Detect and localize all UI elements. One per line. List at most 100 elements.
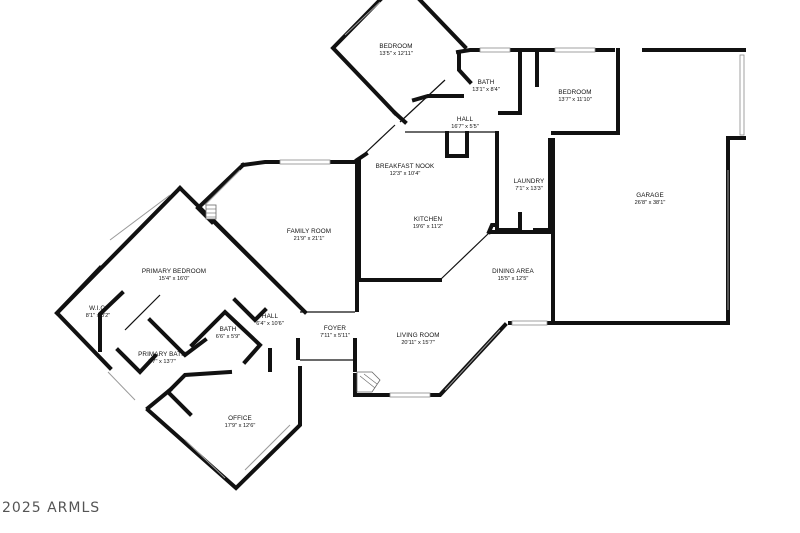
walls <box>54 0 746 491</box>
wall-pbath-inner <box>115 347 158 375</box>
window-pbath <box>107 371 136 401</box>
room-dims: 13'7" x 11'10" <box>558 97 591 103</box>
room-living-room: LIVING ROOM 20'11" x 15'7" <box>396 332 439 346</box>
window-primary <box>109 194 171 241</box>
room-bedroom-2: BEDROOM 13'5" x 12'11" <box>379 43 412 57</box>
room-name: PRIMARY BEDROOM <box>142 268 206 275</box>
room-dims: 9'7" x 13'7" <box>148 359 176 365</box>
window-living <box>389 392 431 398</box>
room-family-room: FAMILY ROOM 21'9" x 21'1" <box>287 228 331 242</box>
window-bedroom-3 <box>554 47 596 53</box>
room-garage: GARAGE 26'8" x 38'1" <box>635 192 666 206</box>
fireplaces <box>205 204 381 393</box>
room-dims: 6'6" x 5'9" <box>216 334 240 340</box>
wall-bedroom-upper <box>417 0 468 50</box>
room-hall-2: HALL 6'4" x 10'6" <box>256 313 284 327</box>
room-labels: BEDROOM 13'5" x 12'11" BATH 13'1" x 8'4"… <box>86 43 666 429</box>
room-name: BREAKFAST NOOK <box>376 163 435 170</box>
room-dims: 19'6" x 11'2" <box>413 224 443 230</box>
wall-primary-top <box>177 185 308 315</box>
room-dining-area: DINING AREA 15'5" x 12'5" <box>492 268 534 282</box>
window-office-left <box>184 439 226 479</box>
wall-wic-right <box>98 290 125 352</box>
wall-hall-2 <box>232 297 268 323</box>
partitions <box>124 79 497 361</box>
room-dims: 21'9" x 21'1" <box>294 236 325 242</box>
room-name: PRIMARY BATH <box>138 351 186 358</box>
window-family <box>279 159 331 165</box>
room-name: FOYER <box>324 325 347 332</box>
room-office: OFFICE 17'9" x 12'6" <box>225 415 256 429</box>
room-name: BATH <box>220 326 237 333</box>
partition-kitchen-dining <box>439 231 491 281</box>
room-name: BATH <box>478 79 495 86</box>
partition-primary-bath <box>124 294 161 331</box>
wall-garage-right <box>551 136 746 325</box>
wall-bath-lower <box>411 94 464 103</box>
partition-nook <box>359 124 396 159</box>
window-garage <box>739 54 745 136</box>
room-breakfast-nook: BREAKFAST NOOK 12'3" x 10'4" <box>376 163 435 177</box>
room-name: FAMILY ROOM <box>287 228 331 235</box>
room-laundry: LAUNDRY 7'1" x 13'3" <box>514 178 545 192</box>
room-dims: 7'1" x 13'3" <box>515 186 543 192</box>
room-dims: 26'8" x 38'1" <box>635 200 666 206</box>
room-dims: 7'11" x 5'11" <box>320 333 350 339</box>
room-name: W.I.C. <box>89 305 107 312</box>
wall-pbath-bottom <box>145 387 173 411</box>
room-dims: 13'1" x 8'4" <box>472 87 500 93</box>
wall-office-left <box>145 366 302 491</box>
window-office <box>244 424 291 471</box>
room-dims: 12'3" x 10'4" <box>390 171 421 177</box>
room-bedroom-3: BEDROOM 13'7" x 11'10" <box>558 89 591 103</box>
fireplace-living <box>356 371 381 393</box>
window-bedroom-2 <box>344 1 381 36</box>
wall-wic <box>54 265 103 316</box>
room-dims: 15'4" x 16'0" <box>159 276 190 282</box>
room-name: LIVING ROOM <box>396 332 439 339</box>
room-name: HALL <box>262 313 279 320</box>
room-dims: 16'7" x 5'5" <box>451 124 479 130</box>
window-family-left <box>204 169 241 206</box>
wall-pbath-top <box>147 317 208 358</box>
room-name: DINING AREA <box>492 268 534 275</box>
room-kitchen: KITCHEN 19'6" x 11'2" <box>413 216 443 230</box>
room-foyer: FOYER 7'11" x 5'11" <box>320 325 350 339</box>
room-name: KITCHEN <box>414 216 443 223</box>
room-name: BEDROOM <box>558 89 591 96</box>
window-dining <box>511 320 548 326</box>
room-dims: 17'9" x 12'6" <box>225 423 256 429</box>
wall-laundry-right <box>533 138 552 232</box>
room-wic: W.I.C. 8'1" x 8'2" <box>86 305 110 319</box>
room-primary-bedroom: PRIMARY BEDROOM 15'4" x 16'0" <box>142 268 206 282</box>
wall-bath-right <box>498 48 522 115</box>
room-bath-2: BATH 13'1" x 8'4" <box>472 79 500 93</box>
room-dims: 20'11" x 15'7" <box>401 340 434 346</box>
room-dims: 15'5" x 12'5" <box>498 276 529 282</box>
room-primary-bath: PRIMARY BATH 9'7" x 13'7" <box>138 351 186 365</box>
window-bath-2 <box>479 47 511 53</box>
room-dims: 8'1" x 8'2" <box>86 313 110 319</box>
room-name: HALL <box>457 116 474 123</box>
partition-hall-1 <box>399 79 446 123</box>
room-name: OFFICE <box>228 415 252 422</box>
watermark: 2025 ARMLS <box>2 500 101 516</box>
fireplace-family <box>205 204 217 220</box>
wall-bath-left <box>457 50 473 85</box>
room-bath-1: BATH 6'6" x 5'9" <box>216 326 240 340</box>
room-name: BEDROOM <box>379 43 412 50</box>
room-dims: 13'5" x 12'11" <box>379 51 412 57</box>
room-hall-1: HALL 16'7" x 5'5" <box>451 116 479 130</box>
room-dims: 6'4" x 10'6" <box>256 321 284 327</box>
wall-bath-1 <box>189 309 263 365</box>
wall-bedroom-upper-lower <box>392 110 408 125</box>
wall-office-top <box>167 369 233 393</box>
window-living-diag <box>444 329 501 391</box>
room-name: GARAGE <box>636 192 664 199</box>
partition-family-hall <box>209 214 296 301</box>
wall-bedroom-upper-left <box>330 0 398 116</box>
wall-kitchen-corner <box>486 223 499 235</box>
wall-office-inner <box>165 389 193 417</box>
